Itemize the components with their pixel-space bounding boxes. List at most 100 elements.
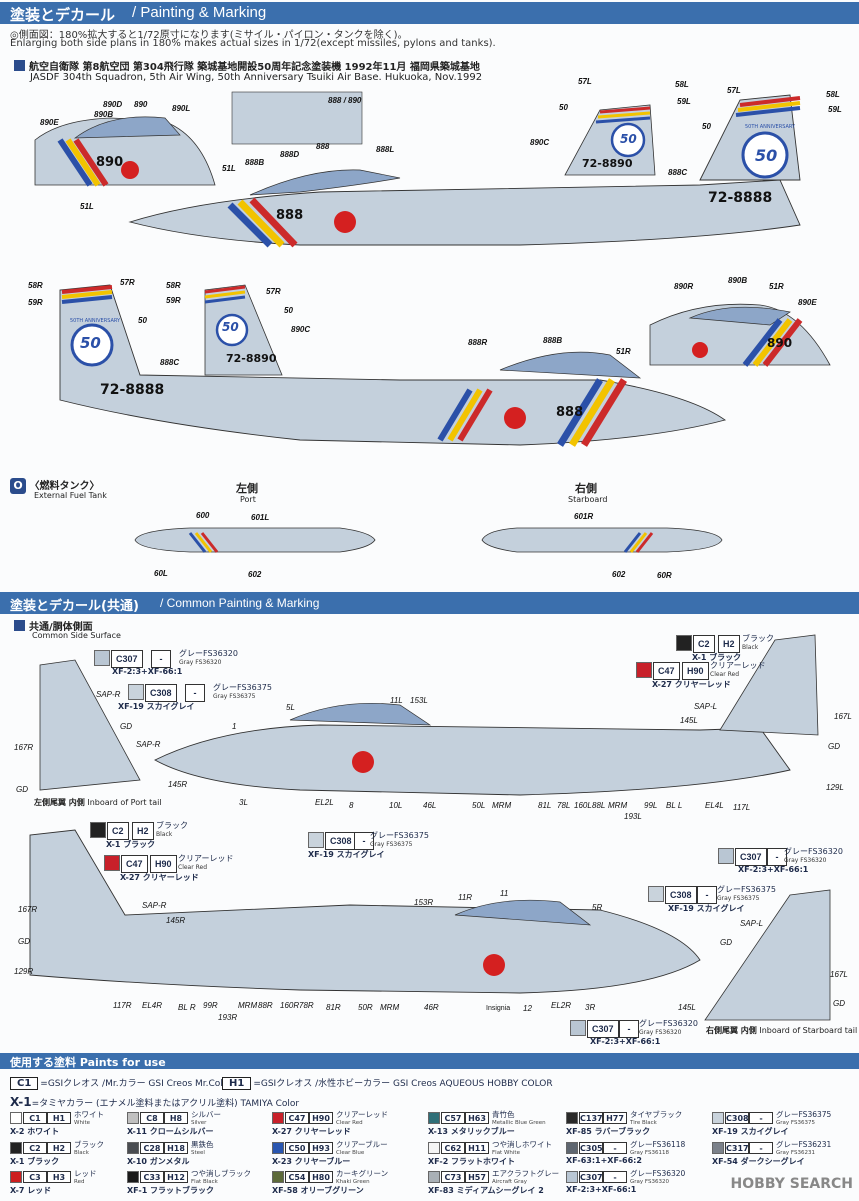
paint-xf: XF-2:3+XF-66:1 [738, 865, 809, 874]
paint-code-aqueous: H18 [164, 1142, 188, 1154]
callout-88r: 88R [258, 1001, 273, 1010]
paint-code: C308 [665, 886, 697, 904]
port-tail-inboard-label: 左側尾翼 内側 Inboard of Port tail [34, 798, 162, 807]
paint-code-mrcolor: C50 [285, 1142, 309, 1154]
paint-code-aqueous: H63 [465, 1112, 489, 1124]
legend-c1-line: C1=GSIクレオス /Mr.カラー GSI Creos Mr.Color [10, 1076, 232, 1090]
callout-58l-a: 58L [675, 80, 689, 89]
callout-60l: 60L [154, 569, 168, 578]
callout-888l: 888L [376, 145, 395, 154]
callout-602-port: 602 [248, 570, 262, 579]
tail-number-8888-stbd: 72-8888 [100, 382, 165, 398]
paint-code: C2 [693, 635, 715, 653]
paint-code-mrcolor: C307 [579, 1171, 603, 1183]
legend-title: 使用する塗料 Paints for use [10, 1056, 166, 1069]
callout-890b: 890B [94, 110, 114, 119]
paint-swatch [272, 1112, 284, 1124]
paint-code: C2 [107, 822, 129, 840]
paint-swatch [127, 1171, 139, 1183]
paint-swatch [128, 684, 144, 700]
paint-code-mrcolor: C305 [579, 1142, 603, 1154]
tail-fin-890-starboard [204, 284, 283, 376]
callout-1: 1 [232, 722, 237, 731]
callout-sap-l-a: SAP-L [694, 702, 718, 711]
callout-gd-a: GD [120, 722, 132, 731]
callout-gd-b: GD [16, 785, 28, 794]
paint-tamiya: X-10 ガンメタル [127, 1157, 190, 1166]
callout-sap-r-a: SAP-R [96, 690, 121, 699]
callout-58r-b: 58R [166, 281, 181, 290]
legend-header: 使用する塗料 Paints for use [0, 1053, 859, 1069]
paint-code-mrcolor: C2 [23, 1142, 47, 1154]
callout-601l: 601L [251, 513, 270, 522]
callout-50-d: 50 [284, 306, 293, 315]
callout-57r-a: 57R [120, 278, 135, 287]
paint-code2: H2 [132, 822, 154, 840]
paint-code-mrcolor: C47 [285, 1112, 309, 1124]
tail-badge-stbd: 50 [80, 334, 101, 352]
paint-xf: XF-2:3+XF-66:1 [112, 667, 183, 676]
callout-57l-b: 57L [727, 86, 741, 95]
paint-tamiya: X-27 クリヤーレッド [272, 1127, 351, 1136]
paint-code: C307 [111, 650, 143, 668]
paint-tamiya: X-7 レッド [10, 1186, 52, 1195]
paint-code-mrcolor: C57 [441, 1112, 465, 1124]
bullet-icon [14, 620, 25, 631]
paint-xf: XF-2:3+XF-66:1 [590, 1037, 661, 1046]
callout-890c: 890C [530, 138, 550, 147]
callout-129r: 129R [14, 967, 34, 976]
legend-h1-line: H1=GSIクレオス /水性ホビーカラー GSI Creos AQUEOUS H… [222, 1076, 553, 1090]
paint-code: C47 [121, 855, 148, 873]
paint-swatch [566, 1142, 578, 1154]
tank-title-jp: 〈燃料タンク〉 [29, 481, 100, 492]
callout-117r: 117R [113, 1001, 132, 1010]
paint-code-aqueous: H1 [47, 1112, 71, 1124]
callout-602-stbd: 602 [612, 570, 626, 579]
paint-xf: XF-19 スカイグレイ [308, 850, 385, 859]
starboard-tail-inboard [704, 889, 831, 1021]
callout-12: 12 [523, 1004, 532, 1013]
callout-167l-b: 167L [830, 970, 848, 979]
callout-11l: 11L [390, 696, 403, 705]
paint-code-aqueous: H11 [465, 1142, 489, 1154]
tail-number-8890-stbd: 72-8890 [226, 352, 277, 365]
tank-stbd-jp: 右側 [575, 482, 597, 495]
note-jp: ◎側面図：180%拡大すると1/72原寸になります(ミサイル・パイロン・タンクを… [10, 30, 408, 41]
callout-el4l: EL4L [705, 801, 724, 810]
callout-890d: 890D [103, 100, 123, 109]
callout-gd-c: GD [828, 742, 840, 751]
paint-xf: XF-19 スカイグレイ [668, 904, 745, 913]
common-side-en: Common Side Surface [32, 631, 121, 640]
callout-888-890: 888 / 890 [328, 96, 362, 105]
nose-number-890: 890 [96, 155, 124, 170]
callout-10l: 10L [389, 801, 403, 810]
tail-badge-890-port: 50 [620, 132, 637, 146]
paint-swatch [308, 832, 324, 848]
paint-code-aqueous: H8 [164, 1112, 188, 1124]
callout-167r-b: 167R [18, 905, 38, 914]
section-header-painting: 塗装とデカール / Painting & Marking [0, 2, 859, 24]
paint-swatch [127, 1112, 139, 1124]
paint-code-aqueous: H3 [47, 1171, 71, 1183]
paint-xf: X-1 ブラック [692, 653, 742, 662]
callout-890: 890 [134, 100, 148, 109]
legend-x1-text: =タミヤカラー (エナメル塗料またはアクリル塗料) TAMIYA Color [31, 1099, 300, 1109]
callout-99l: 99L [644, 801, 658, 810]
callout-11: 11 [500, 889, 509, 898]
callout-160l: 160L [574, 801, 592, 810]
callout-50l: 50L [472, 801, 486, 810]
paint-tamiya: XF-58 オリーブグリーン [272, 1186, 364, 1195]
callout-600: 600 [196, 511, 210, 520]
callout-57l-a: 57L [578, 77, 592, 86]
callout-46l: 46L [423, 801, 437, 810]
callout-el2l: EL2L [315, 798, 334, 807]
paint-swatch [712, 1112, 724, 1124]
